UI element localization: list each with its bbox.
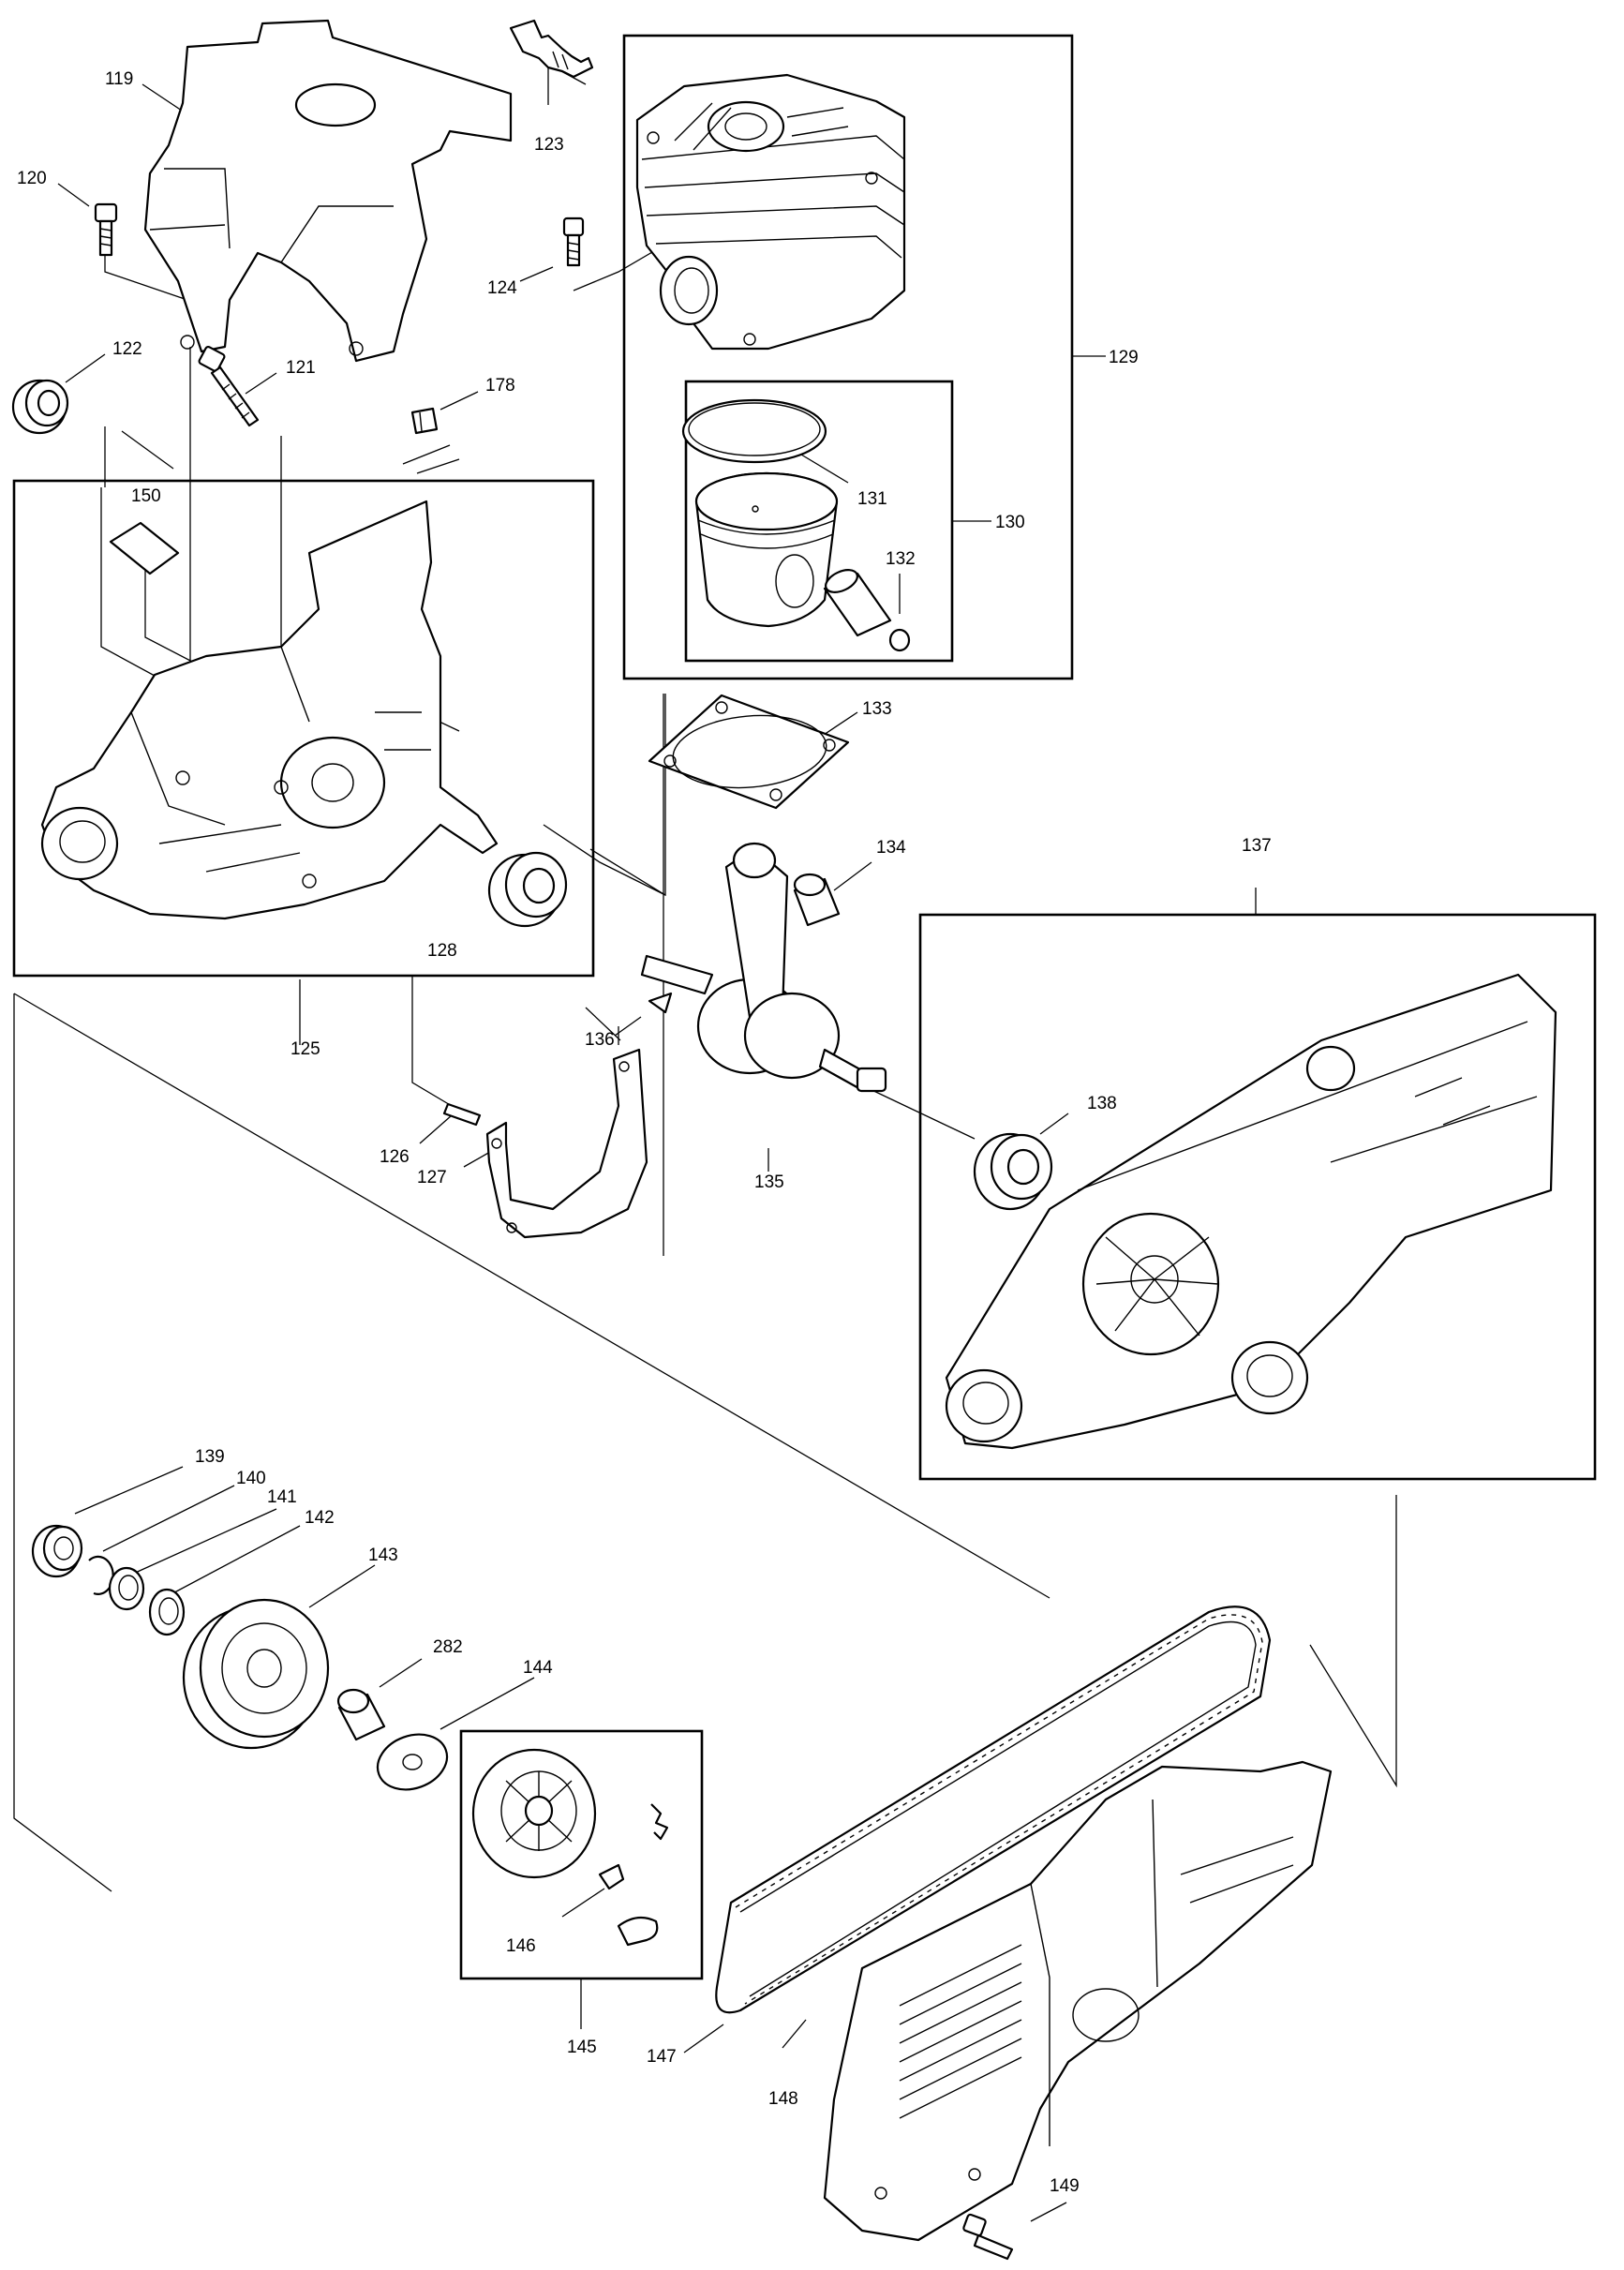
label-125: 125 bbox=[291, 1039, 320, 1059]
label-178: 178 bbox=[485, 376, 515, 396]
screw-149-part bbox=[962, 2213, 1014, 2261]
label-134: 134 bbox=[876, 838, 906, 858]
piston-ring-131-part bbox=[681, 398, 827, 464]
piston-part bbox=[694, 471, 839, 628]
label-282: 282 bbox=[433, 1637, 463, 1657]
label-150: 150 bbox=[131, 486, 161, 506]
group-box-arm bbox=[918, 913, 1597, 1481]
label-138: 138 bbox=[1087, 1094, 1117, 1113]
label-135: 135 bbox=[754, 1172, 784, 1192]
washer-141-part bbox=[108, 1566, 145, 1611]
seal-139-part bbox=[31, 1524, 83, 1578]
fan-housing-cover-part bbox=[143, 19, 513, 363]
seal-122-part bbox=[11, 379, 69, 435]
group-box-crankcase bbox=[12, 479, 595, 978]
label-144: 144 bbox=[523, 1658, 553, 1678]
label-131: 131 bbox=[857, 489, 887, 509]
label-123: 123 bbox=[534, 135, 564, 155]
dowel-pin-126-part bbox=[442, 1102, 482, 1127]
label-128: 128 bbox=[427, 941, 457, 961]
cushion-150-part bbox=[109, 521, 180, 575]
cutting-arm-137-part bbox=[945, 973, 1557, 1450]
crankshaft-135-part bbox=[640, 842, 887, 1093]
drive-belt-147-part bbox=[715, 1605, 1272, 2014]
label-139: 139 bbox=[195, 1447, 225, 1467]
label-147: 147 bbox=[647, 2047, 677, 2067]
bolt-121-part bbox=[198, 345, 260, 427]
needle-bearing-134-part bbox=[793, 873, 841, 927]
screw-120-part bbox=[94, 202, 118, 257]
crankcase-gasket-127-part bbox=[485, 1048, 648, 1239]
gasket-133-part bbox=[648, 694, 850, 810]
label-140: 140 bbox=[236, 1469, 266, 1488]
label-132: 132 bbox=[886, 549, 916, 569]
label-148: 148 bbox=[768, 2089, 798, 2109]
label-145: 145 bbox=[567, 2038, 597, 2057]
circlip-140-part bbox=[88, 1555, 114, 1595]
washer-144-part bbox=[376, 1733, 449, 1791]
label-130: 130 bbox=[995, 513, 1025, 532]
washer-142-part bbox=[148, 1588, 186, 1636]
label-leaders bbox=[57, 65, 1257, 2222]
clutch-drum-143-part bbox=[182, 1598, 330, 1750]
belt-guard-148-part bbox=[823, 1760, 1333, 2242]
part-labels: 119 120 121 122 123 124 125 126 127 128 … bbox=[17, 69, 1272, 2196]
label-143: 143 bbox=[368, 1546, 398, 1565]
wrist-pin-part bbox=[823, 569, 892, 637]
label-121: 121 bbox=[286, 358, 316, 378]
clutch-146-part bbox=[471, 1748, 669, 1947]
label-129: 129 bbox=[1109, 348, 1139, 367]
label-146: 146 bbox=[506, 1936, 536, 1956]
spark-plug-123-part bbox=[509, 19, 594, 79]
group-box-cylinder bbox=[622, 34, 1074, 680]
seal-138-part bbox=[973, 1132, 1053, 1211]
label-133: 133 bbox=[862, 699, 892, 719]
label-119: 119 bbox=[105, 69, 133, 89]
crankcase-125-part bbox=[40, 500, 499, 920]
label-149: 149 bbox=[1050, 2176, 1080, 2196]
label-120: 120 bbox=[17, 169, 47, 188]
label-136: 136 bbox=[585, 1030, 615, 1050]
needle-bearing-282-part bbox=[336, 1688, 386, 1741]
label-142: 142 bbox=[305, 1508, 335, 1528]
label-126: 126 bbox=[380, 1147, 410, 1167]
group-box-clutch bbox=[459, 1729, 704, 1980]
label-122: 122 bbox=[112, 339, 142, 359]
label-141: 141 bbox=[267, 1487, 297, 1507]
circlip-132-part bbox=[888, 628, 911, 652]
label-124: 124 bbox=[487, 278, 517, 298]
cylinder-part bbox=[635, 73, 906, 351]
clip-178-part bbox=[410, 407, 439, 435]
woodruff-key-136-part bbox=[648, 992, 673, 1014]
label-127: 127 bbox=[417, 1168, 447, 1187]
label-137: 137 bbox=[1242, 836, 1272, 856]
bearing-128-part bbox=[487, 851, 568, 928]
screw-124-part bbox=[562, 217, 585, 267]
